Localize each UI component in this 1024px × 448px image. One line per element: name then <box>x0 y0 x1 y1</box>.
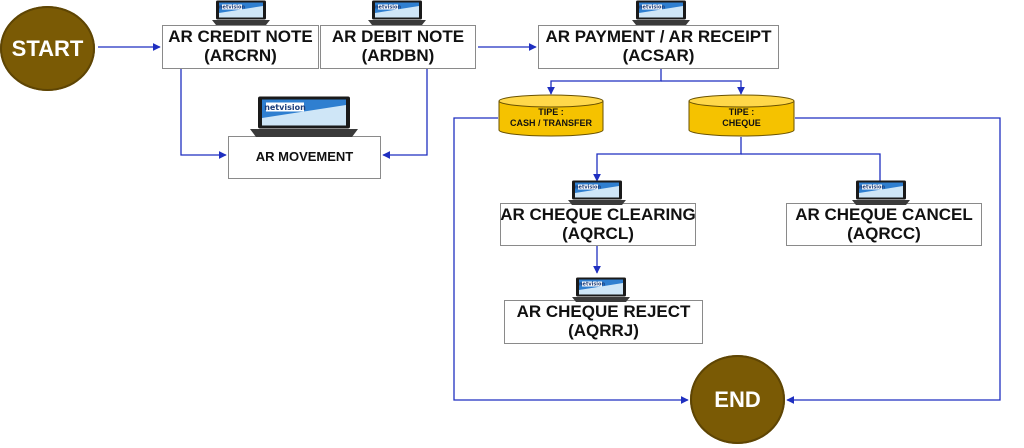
type-cheque-cylinder: TIPE : CHEQUE <box>688 94 795 138</box>
netvision-laptop-icon: netvision <box>248 96 360 143</box>
netvision-laptop-icon: netvision <box>630 0 692 31</box>
start-circle: START <box>0 6 95 91</box>
ar-cheque-clearing-title: AR CHEQUE CLEARING <box>500 204 696 224</box>
ar-debit-note-box: AR DEBIT NOTE (ARDBN) <box>320 25 476 69</box>
ar-credit-note-code: (ARCRN) <box>204 46 277 65</box>
ar-cheque-cancel-box: AR CHEQUE CANCEL (AQRCC) <box>786 203 982 246</box>
type-cash-line1: TIPE : <box>538 106 564 117</box>
laptop-brand-text: netvision <box>375 5 401 11</box>
end-label: END <box>714 386 761 412</box>
netvision-laptop-icon: netvision <box>566 180 628 211</box>
ar-cheque-clearing-code: (AQRCL) <box>562 223 634 243</box>
type-cash-cylinder: TIPE : CASH / TRANSFER <box>498 94 604 138</box>
laptop-brand-text: netvision <box>579 282 605 288</box>
netvision-laptop-icon: netvision <box>570 277 632 308</box>
start-label: START <box>11 35 84 61</box>
laptop-brand-text: netvision <box>859 185 885 191</box>
ar-cheque-reject-title: AR CHEQUE REJECT <box>516 302 691 322</box>
type-cheque-line2: CHEQUE <box>722 118 761 128</box>
netvision-laptop-icon: netvision <box>850 180 912 211</box>
laptop-brand-text: netvision <box>575 185 601 191</box>
ar-cheque-reject-code: (AQRRJ) <box>568 321 639 340</box>
type-cash-line2: CASH / TRANSFER <box>509 118 592 128</box>
end-circle: END <box>690 355 785 444</box>
ar-movement-title: AR MOVEMENT <box>255 149 354 165</box>
ar-credit-note-title: AR CREDIT NOTE <box>168 27 313 47</box>
arrow-payment-to-cheque <box>661 80 745 95</box>
laptop-brand-text: netvision <box>219 5 245 11</box>
ar-debit-note-title: AR DEBIT NOTE <box>331 27 465 47</box>
type-cheque-line1: TIPE : <box>728 106 755 117</box>
ar-cheque-cancel-code: (AQRCC) <box>847 223 921 243</box>
ar-credit-note-box: AR CREDIT NOTE (ARCRN) <box>162 25 319 69</box>
laptop-brand-text: netvision <box>264 103 306 112</box>
netvision-laptop-icon: netvision <box>366 0 428 31</box>
arrow-cheque-to-end <box>786 117 1001 404</box>
ar-movement-box: AR MOVEMENT <box>228 136 381 179</box>
ar-cheque-cancel-title: AR CHEQUE CANCEL <box>795 204 973 224</box>
ar-debit-note-code: (ARDBN) <box>361 46 435 65</box>
ar-payment-title: AR PAYMENT / AR RECEIPT <box>545 27 772 47</box>
ar-payment-code: (ACSAR) <box>622 46 695 65</box>
netvision-laptop-icon: netvision <box>210 0 272 31</box>
arrow-cash-to-end <box>453 117 689 404</box>
ar-payment-box: AR PAYMENT / AR RECEIPT (ACSAR) <box>538 25 779 69</box>
arrow-cheque-to-clearing <box>593 137 742 182</box>
arrow-cheque-to-cancel <box>741 153 884 189</box>
arrow-debit-to-movement <box>382 69 428 159</box>
arrow-credit-to-movement <box>180 69 227 159</box>
laptop-brand-text: netvision <box>639 5 665 11</box>
ar-cheque-reject-box: AR CHEQUE REJECT (AQRRJ) <box>504 300 703 344</box>
arrow-payment-to-cash <box>547 69 662 95</box>
